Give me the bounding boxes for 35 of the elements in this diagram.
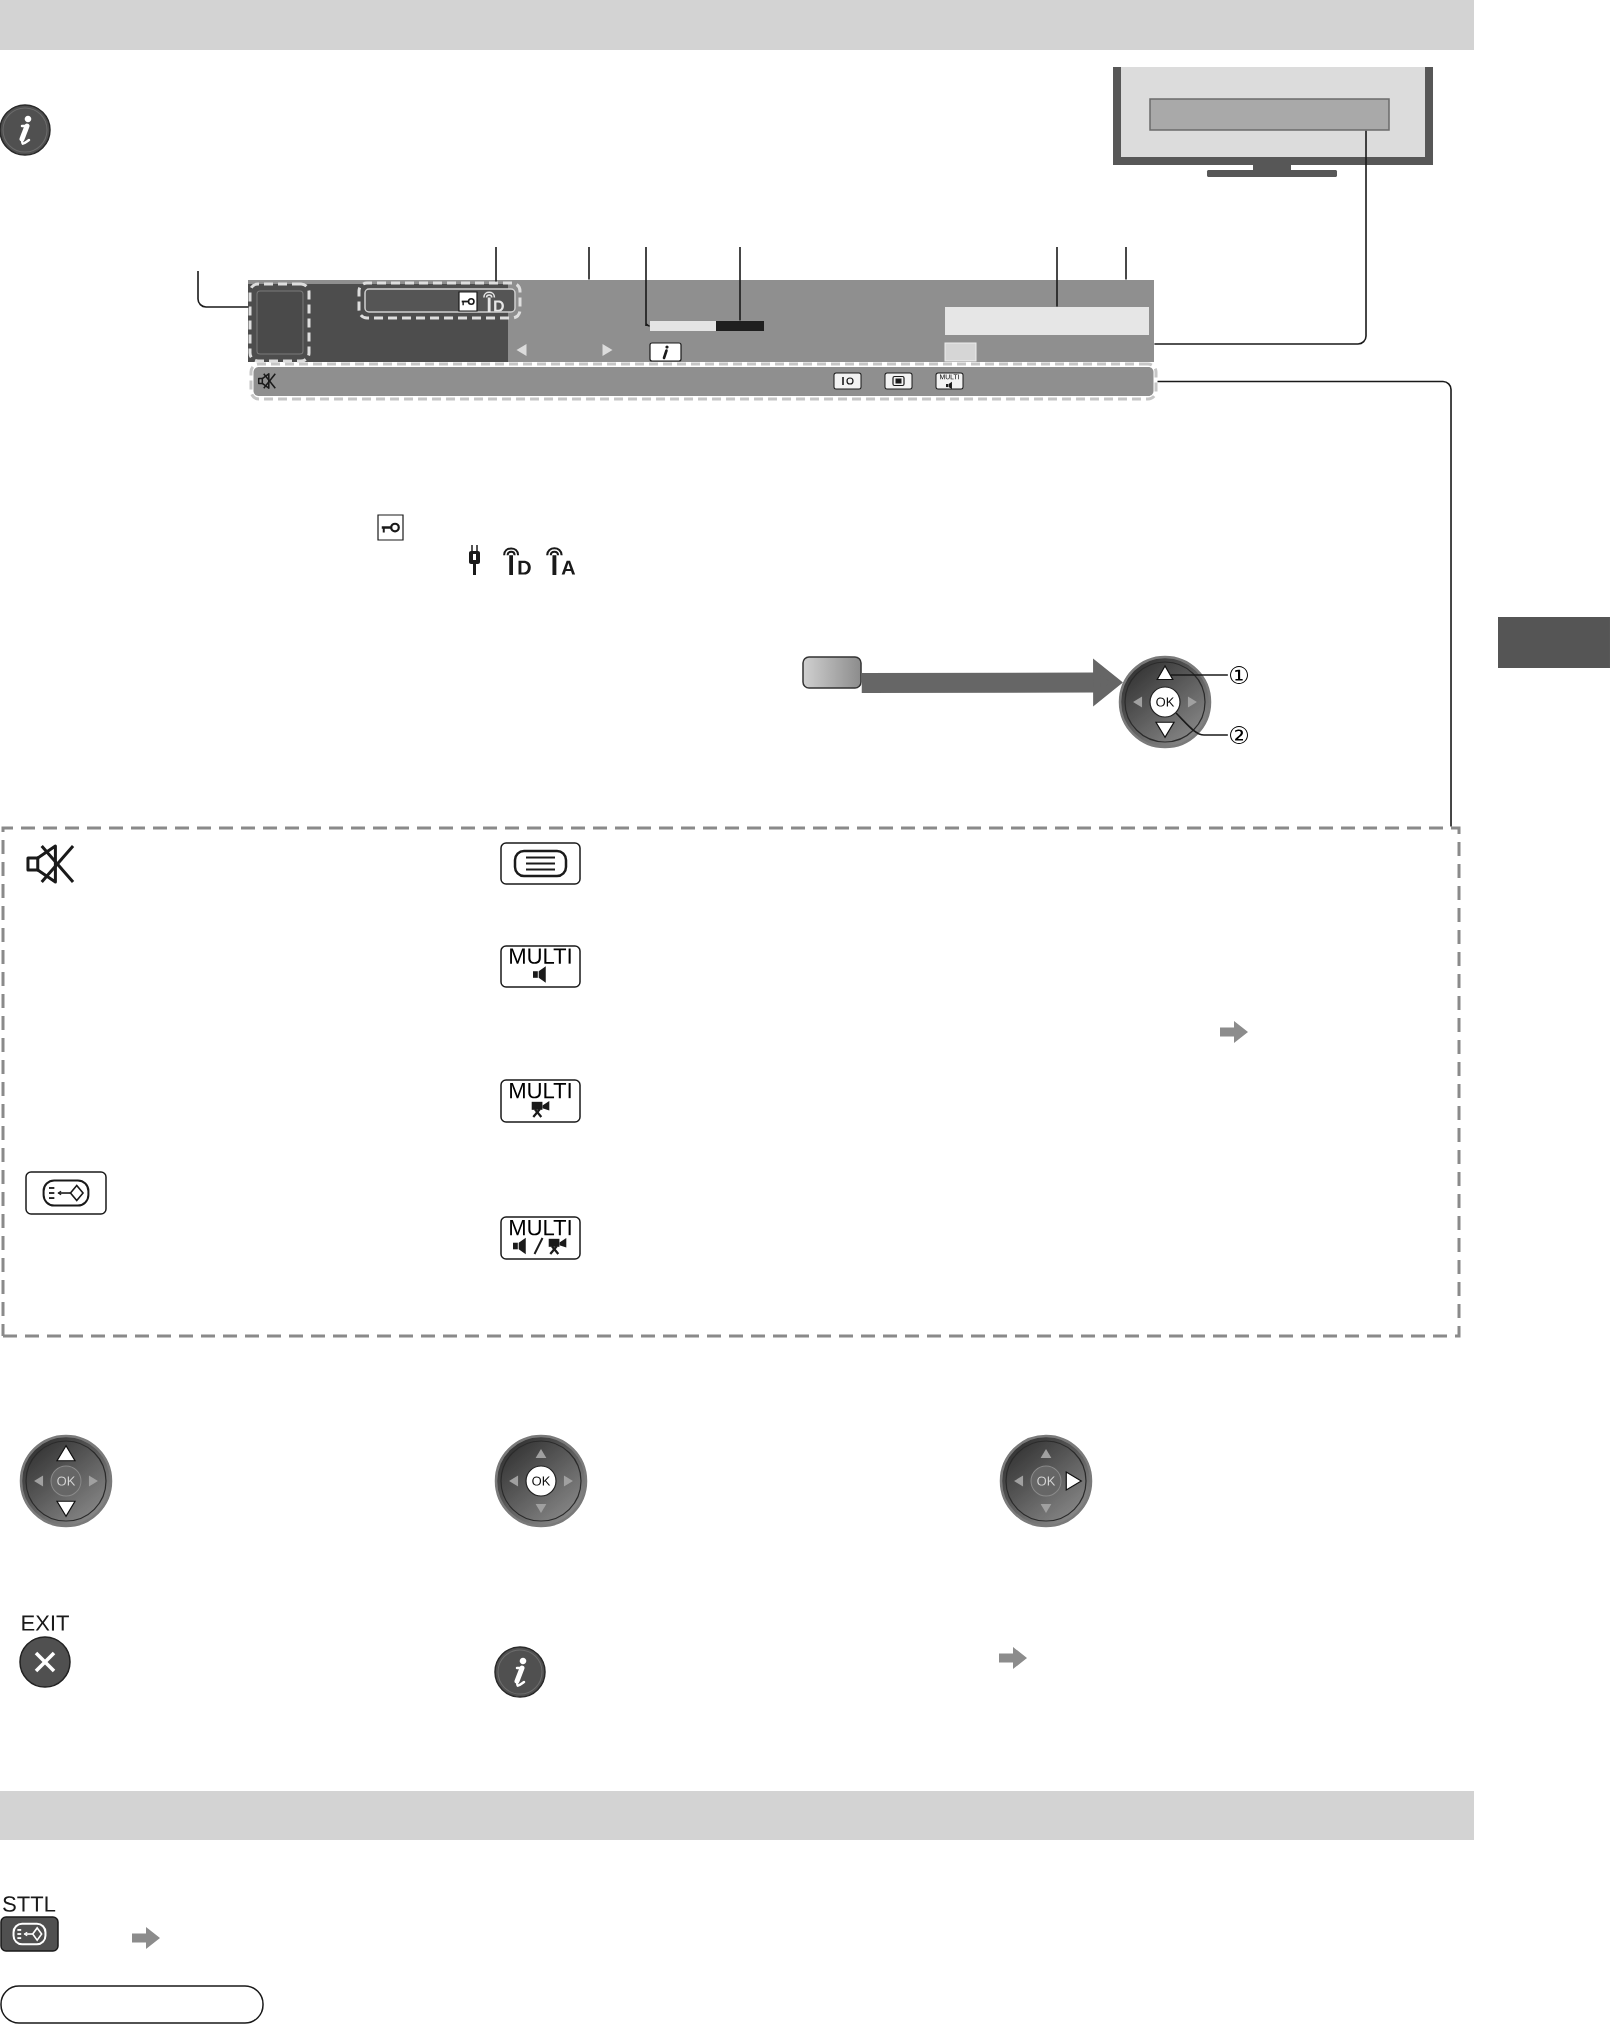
direction-pad bbox=[494, 1434, 588, 1528]
leader-line bbox=[1056, 246, 1058, 308]
rounded-box bbox=[0, 1985, 264, 2024]
remote-button: MULTI bbox=[500, 945, 581, 988]
dashed-frame bbox=[1, 826, 1461, 1338]
remote-button: MULTI bbox=[500, 1216, 581, 1260]
direction-pad bbox=[19, 1434, 113, 1528]
leader-line bbox=[1153, 129, 1367, 345]
leader-line bbox=[1175, 712, 1229, 736]
info-field bbox=[945, 307, 1149, 335]
status-bar bbox=[249, 362, 1158, 401]
leader-line bbox=[197, 270, 250, 308]
leader-line bbox=[645, 246, 651, 327]
ok-button: OK bbox=[525, 1465, 557, 1497]
button-label: EXIT bbox=[22, 1615, 69, 1631]
leader-line bbox=[739, 246, 741, 322]
dashed-frame bbox=[248, 282, 311, 363]
leader-line bbox=[1125, 246, 1127, 281]
callout-number: ② bbox=[1230, 726, 1248, 744]
ok-button: OK bbox=[1149, 686, 1181, 718]
direction-pad bbox=[1118, 655, 1212, 749]
ok-button: OK bbox=[1030, 1465, 1062, 1497]
side-tab bbox=[1498, 617, 1610, 668]
leader-line bbox=[588, 246, 590, 281]
screen-banner bbox=[1149, 98, 1390, 131]
button-label: STTL bbox=[3, 1896, 56, 1912]
leader-line bbox=[495, 246, 497, 283]
ok-button: OK bbox=[50, 1465, 82, 1497]
progress-bar bbox=[650, 321, 764, 331]
remote-button bbox=[802, 656, 862, 689]
callout-number: ① bbox=[1230, 666, 1248, 684]
dashed-frame bbox=[357, 281, 522, 320]
direction-pad bbox=[999, 1434, 1093, 1528]
remote-button: MULTI bbox=[500, 1079, 581, 1123]
leader-line bbox=[1156, 380, 1452, 828]
